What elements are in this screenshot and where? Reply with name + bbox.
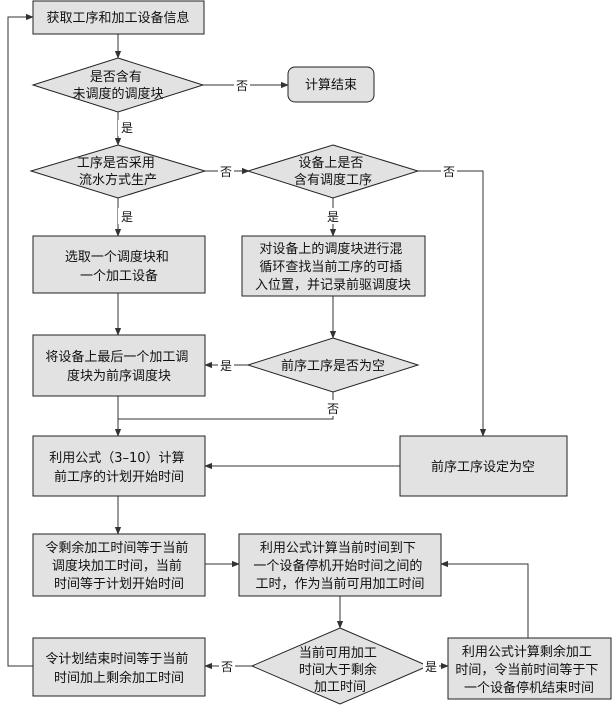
select-box bbox=[32, 235, 206, 294]
device-has-blocks-text: 设备上是否 含有调度工序 bbox=[294, 155, 372, 188]
update-box bbox=[447, 637, 612, 700]
nodes bbox=[29, 0, 612, 705]
remaining-box bbox=[32, 533, 206, 597]
label-no-merge: 否 bbox=[327, 402, 339, 416]
label-no-finish: 否 bbox=[221, 660, 233, 674]
edge-device-to-set-empty bbox=[418, 170, 487, 437]
label-yes-search: 是 bbox=[327, 210, 339, 224]
calc-start-text: 利用公式（3–10）计算 前工序的计划开始时间 bbox=[49, 451, 188, 485]
compare-text: 当前可用加工 时间大于剩余 加工时间 bbox=[299, 645, 381, 695]
edge-update-to-available bbox=[440, 560, 529, 638]
set-prev-empty-box bbox=[399, 435, 568, 497]
prev-empty-decision bbox=[246, 337, 420, 393]
has-blocks-text: 是否含有 未调度的调度块 bbox=[72, 69, 163, 102]
calc-start-box bbox=[32, 435, 206, 497]
edge-finish-to-info bbox=[7, 13, 34, 667]
available-text: 利用公式计算当前时间到下 一个设备停机开始时间之间的 工时，作为当前可用加工时间 bbox=[253, 540, 426, 592]
device-has-blocks-decision bbox=[246, 144, 420, 199]
search-box bbox=[241, 235, 426, 297]
edge-labels: 否 是 否 是 是 否 是 否 否 是 bbox=[118, 77, 457, 674]
end-text: 计算结束 bbox=[305, 78, 357, 93]
set-last-box bbox=[32, 334, 206, 397]
node-text: 获取工序和加工设备信息 是否含有 未调度的调度块 计算结束 工序是否采用 流水方… bbox=[45, 10, 602, 696]
label-no-device: 否 bbox=[220, 165, 232, 179]
select-text: 选取一个调度块和 一个加工设备 bbox=[65, 249, 173, 284]
pipeline-decision bbox=[29, 144, 207, 199]
has-blocks-decision bbox=[31, 57, 205, 113]
label-no-set-empty: 否 bbox=[443, 165, 455, 179]
available-box bbox=[238, 533, 442, 597]
label-yes-setlast: 是 bbox=[220, 359, 232, 373]
compare-decision bbox=[250, 627, 430, 705]
pipeline-text: 工序是否采用 流水方式生产 bbox=[77, 156, 159, 188]
finish-box bbox=[32, 637, 206, 697]
finish-text: 令计划结束时间等于当前 时间加上剩余加工时间 bbox=[45, 651, 192, 686]
update-text: 利用公式计算剩余加工 时间，令当前时间等于下 一个设备停机结束时间 bbox=[455, 644, 602, 696]
search-text: 对设备上的调度块进行混 循环查找当前工序的可插 入位置，并记录前驱调度块 bbox=[255, 241, 411, 293]
label-yes-select: 是 bbox=[121, 210, 133, 224]
set-prev-empty-text: 前序工序设定为空 bbox=[431, 459, 535, 475]
remaining-text: 令剩余加工时间等于当前 调度块加工时间，当前 时间等于计划开始时间 bbox=[45, 540, 192, 592]
end-terminal bbox=[287, 66, 375, 103]
label-yes-update: 是 bbox=[425, 660, 437, 674]
label-no-end: 否 bbox=[236, 79, 248, 93]
label-yes-pipeline: 是 bbox=[121, 121, 133, 135]
get-info-text: 获取工序和加工设备信息 bbox=[46, 10, 189, 26]
get-info-box bbox=[32, 0, 205, 35]
set-last-text: 将设备上最后一个加工调 度块为前序调度块 bbox=[45, 349, 192, 384]
prev-empty-text: 前序工序是否为空 bbox=[281, 358, 385, 374]
